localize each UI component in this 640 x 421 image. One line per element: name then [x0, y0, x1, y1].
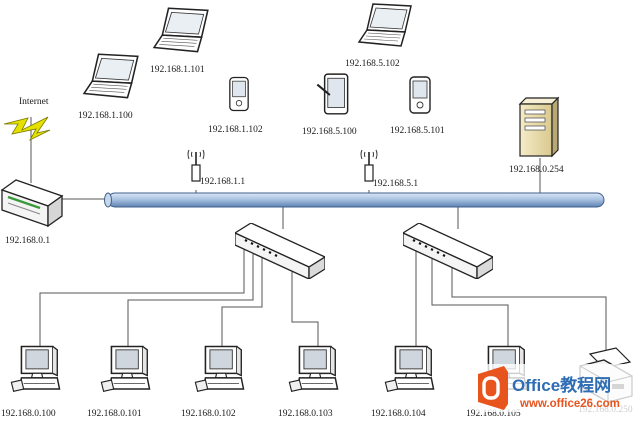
pda-ip: 192.168.1.102: [208, 125, 263, 135]
connection-lines: [30, 117, 607, 350]
switch1-link-pc4: [291, 268, 319, 350]
internet-node: Internet: [3, 97, 51, 141]
switch-1: [235, 223, 325, 279]
switch1-link-pc3: [221, 256, 263, 350]
laptop-icon: [83, 53, 139, 99]
laptop-icon: [153, 7, 209, 53]
switch1-link-pc1: [39, 246, 245, 350]
watermark: Office教程网 www.office26.com: [474, 364, 636, 412]
desktop-4: 192.168.0.103: [278, 345, 339, 419]
internet-label: Internet: [19, 97, 49, 107]
router-icon: [0, 179, 64, 228]
desktop-3: 192.168.0.102: [181, 345, 245, 419]
switch2-link-pc6: [431, 256, 509, 350]
laptop-2: 192.168.1.101: [150, 7, 209, 75]
server-node: 192.168.0.254: [509, 96, 564, 175]
desktop-ip: 192.168.0.103: [278, 409, 333, 419]
desktop-icon: [10, 345, 61, 393]
desktop-1: 192.168.0.100: [1, 345, 61, 419]
access-point-ip: 192.168.5.1: [373, 179, 418, 189]
lightning-icon: [3, 116, 51, 141]
desktop-ip: 192.168.0.100: [1, 409, 56, 419]
desktop-icon: [100, 345, 151, 393]
router-ip: 192.168.0.1: [5, 236, 50, 246]
desktop-ip: 192.168.0.104: [371, 409, 426, 419]
pda-ip: 192.168.5.101: [390, 126, 445, 136]
pda-icon: [409, 76, 431, 114]
tablet-ip: 192.168.5.100: [302, 127, 357, 137]
network-bus: [104, 192, 605, 208]
access-point-ip: 192.168.1.1: [200, 177, 245, 187]
desktop-2: 192.168.0.101: [87, 345, 151, 419]
office-logo-icon: [478, 366, 508, 410]
access-point-2: 192.168.5.1: [359, 148, 418, 189]
watermark-brand: Office教程网: [512, 375, 611, 395]
antenna-icon: [359, 148, 379, 183]
switch1-link-pc2: [127, 252, 254, 350]
desktop-5: 192.168.0.104: [371, 345, 435, 419]
server-icon: [518, 96, 560, 158]
switch-icon: [235, 223, 325, 279]
server-ip: 192.168.0.254: [509, 165, 564, 175]
tablet-1: 192.168.5.100: [302, 73, 357, 137]
laptop-1: 192.168.1.100: [78, 53, 139, 121]
desktop-icon: [194, 345, 245, 393]
pda-icon: [229, 76, 249, 112]
desktop-icon: [288, 345, 339, 393]
laptop-ip: 192.168.5.102: [345, 59, 400, 69]
laptop-ip: 192.168.1.100: [78, 111, 133, 121]
desktop-ip: 192.168.0.102: [181, 409, 236, 419]
laptop-icon: [358, 3, 412, 47]
desktop-6: 192.168.0.105: [466, 345, 528, 419]
switch2-link-printer: [451, 265, 607, 350]
desktop-icon: [384, 345, 435, 393]
laptop-ip: 192.168.1.101: [150, 65, 205, 75]
watermark-url: www.office26.com: [519, 398, 620, 410]
tablet-icon: [316, 73, 349, 115]
desktop-ip: 192.168.0.101: [87, 409, 142, 419]
access-point-1: 192.168.1.1: [186, 148, 245, 187]
pda-1: 192.168.1.102: [208, 76, 263, 135]
pda-2: 192.168.5.101: [390, 76, 445, 136]
desktop-ip: 192.168.0.105: [466, 409, 521, 419]
laptop-3: 192.168.5.102: [345, 3, 412, 69]
router-node: 192.168.0.1: [0, 179, 64, 246]
